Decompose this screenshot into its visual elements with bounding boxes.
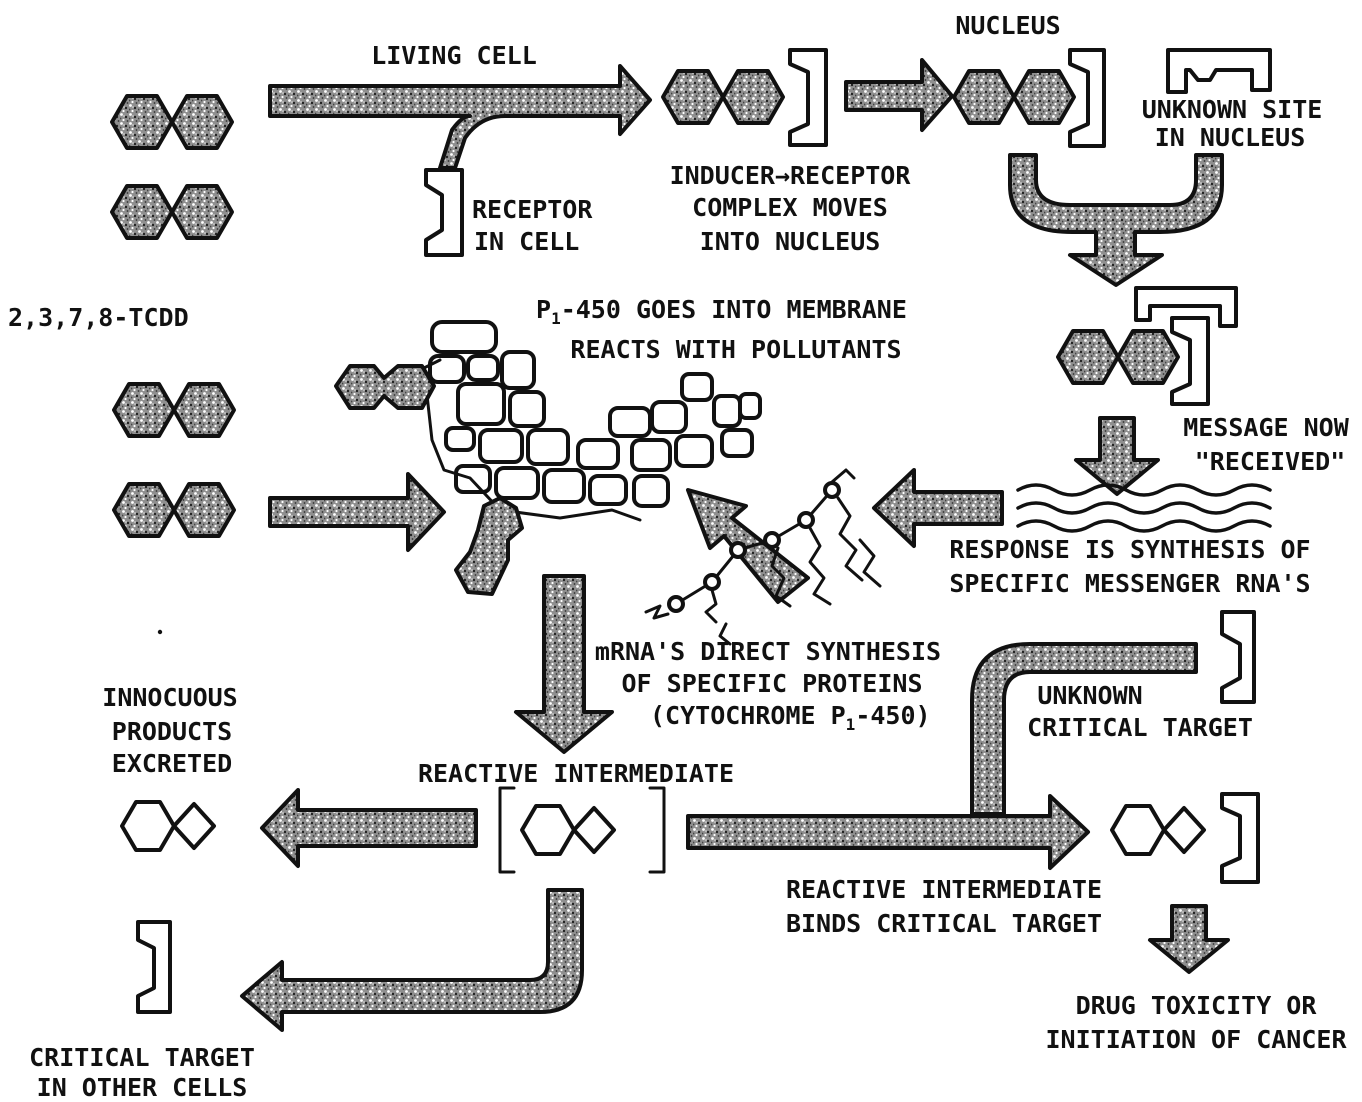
label-inducer-2: COMPLEX MOVES bbox=[692, 193, 888, 222]
label-response-1: RESPONSE IS SYNTHESIS OF bbox=[949, 535, 1310, 564]
reacting-molecule bbox=[454, 496, 524, 596]
membrane-bound-molecule bbox=[334, 364, 436, 410]
message-down-arrow bbox=[1074, 416, 1160, 496]
print-dot bbox=[157, 629, 163, 635]
label-other-cells-1: CRITICAL TARGET bbox=[29, 1043, 255, 1072]
tcdd-molecule-1 bbox=[110, 94, 234, 150]
to-nucleus-arrow bbox=[844, 58, 954, 132]
tcdd-molecule-4 bbox=[112, 482, 236, 538]
label-response-2: SPECIFIC MESSENGER RNA'S bbox=[949, 569, 1310, 598]
label-receptor-1: RECEPTOR bbox=[472, 195, 593, 224]
label-tcdd: 2,3,7,8-TCDD bbox=[8, 303, 189, 332]
label-reactive-intermediate: REACTIVE INTERMEDIATE bbox=[418, 759, 734, 788]
unknown-target-loop bbox=[970, 642, 1198, 816]
nucleus-molecule bbox=[952, 69, 1076, 125]
label-inducer-1: INDUCER→RECEPTOR bbox=[670, 161, 912, 190]
label-p450-line-2: REACTS WITH POLLUTANTS bbox=[570, 335, 901, 364]
label-p450-rest: -450 GOES INTO MEMBRANE bbox=[561, 295, 907, 324]
tcdd-molecule-3 bbox=[112, 382, 236, 438]
label-nucleus: NUCLEUS bbox=[955, 11, 1060, 40]
label-p450-p: P bbox=[536, 295, 551, 324]
label-message-1: MESSAGE NOW bbox=[1183, 413, 1350, 442]
label-innocuous-3: EXCRETED bbox=[112, 749, 232, 778]
label-toxicity-2: INITIATION OF CANCER bbox=[1045, 1025, 1347, 1054]
label-innocuous-1: INNOCUOUS bbox=[102, 683, 237, 712]
label-innocuous-2: PRODUCTS bbox=[112, 717, 232, 746]
label-cytochrome-rest: -450) bbox=[855, 701, 930, 730]
label-binds-2: BINDS CRITICAL TARGET bbox=[786, 909, 1102, 938]
label-message-2: "RECEIVED" bbox=[1195, 447, 1346, 476]
membrane-down-arrow bbox=[514, 574, 614, 754]
received-site-bracket bbox=[1134, 286, 1238, 328]
label-cytochrome: (CYTOCHROME P bbox=[650, 701, 846, 730]
received-molecule bbox=[1056, 329, 1180, 385]
label-unknown-target-1: UNKNOWN bbox=[1037, 681, 1142, 710]
label-other-cells-2: IN OTHER CELLS bbox=[37, 1073, 248, 1102]
other-cells-target-bracket bbox=[136, 920, 172, 1014]
tcdd-to-membrane-arrow bbox=[268, 472, 446, 552]
nucleus-bracket bbox=[1068, 48, 1106, 148]
labels: LIVING CELL NUCLEUS UNKNOWN SITE IN NUCL… bbox=[8, 11, 1350, 1102]
ribosome-chain bbox=[644, 468, 882, 646]
mrna-left-arrow bbox=[872, 468, 1004, 548]
label-unknown-site-1: UNKNOWN SITE bbox=[1142, 95, 1323, 124]
label-unknown-site-2: IN NUCLEUS bbox=[1155, 123, 1306, 152]
label-p450-line-1: P1-450 GOES INTO MEMBRANE bbox=[536, 295, 907, 328]
tcdd-molecule-2 bbox=[110, 184, 234, 240]
bound-intermediate bbox=[1110, 804, 1206, 856]
innocuous-product bbox=[120, 800, 216, 852]
unknown-site-bracket bbox=[1166, 48, 1272, 94]
merge-arrow bbox=[1008, 153, 1224, 287]
label-mrna-2: OF SPECIFIC PROTEINS bbox=[621, 669, 922, 698]
membrane bbox=[422, 320, 762, 522]
label-unknown-target-2: CRITICAL TARGET bbox=[1027, 713, 1253, 742]
label-binds-1: REACTIVE INTERMEDIATE bbox=[786, 875, 1102, 904]
to-critical-target-arrow bbox=[686, 794, 1090, 870]
label-inducer-3: INTO NUCLEUS bbox=[700, 227, 881, 256]
living-cell-arrow bbox=[268, 64, 652, 170]
to-innocuous-arrow bbox=[260, 788, 478, 868]
to-other-cells-arrow bbox=[240, 888, 584, 1032]
label-cytochrome-subscript: 1 bbox=[846, 715, 856, 734]
inducer-receptor-bracket bbox=[788, 48, 828, 147]
label-mrna-3: (CYTOCHROME P1-450) bbox=[650, 701, 931, 734]
inducer-molecule bbox=[661, 69, 785, 125]
label-receptor-2: IN CELL bbox=[474, 227, 579, 256]
received-receptor-bracket bbox=[1170, 316, 1210, 406]
label-living-cell: LIVING CELL bbox=[371, 41, 537, 70]
label-toxicity-1: DRUG TOXICITY OR bbox=[1076, 991, 1318, 1020]
receptor-bracket bbox=[424, 168, 464, 257]
mrna-waves bbox=[1016, 483, 1272, 533]
label-mrna-1: mRNA'S DIRECT SYNTHESIS bbox=[595, 637, 941, 666]
unknown-target-bracket bbox=[1220, 610, 1256, 704]
label-p450-subscript: 1 bbox=[551, 309, 561, 328]
bound-target-bracket bbox=[1220, 792, 1260, 884]
toxicity-down-arrow bbox=[1148, 904, 1230, 974]
reactive-intermediate bbox=[498, 786, 666, 874]
